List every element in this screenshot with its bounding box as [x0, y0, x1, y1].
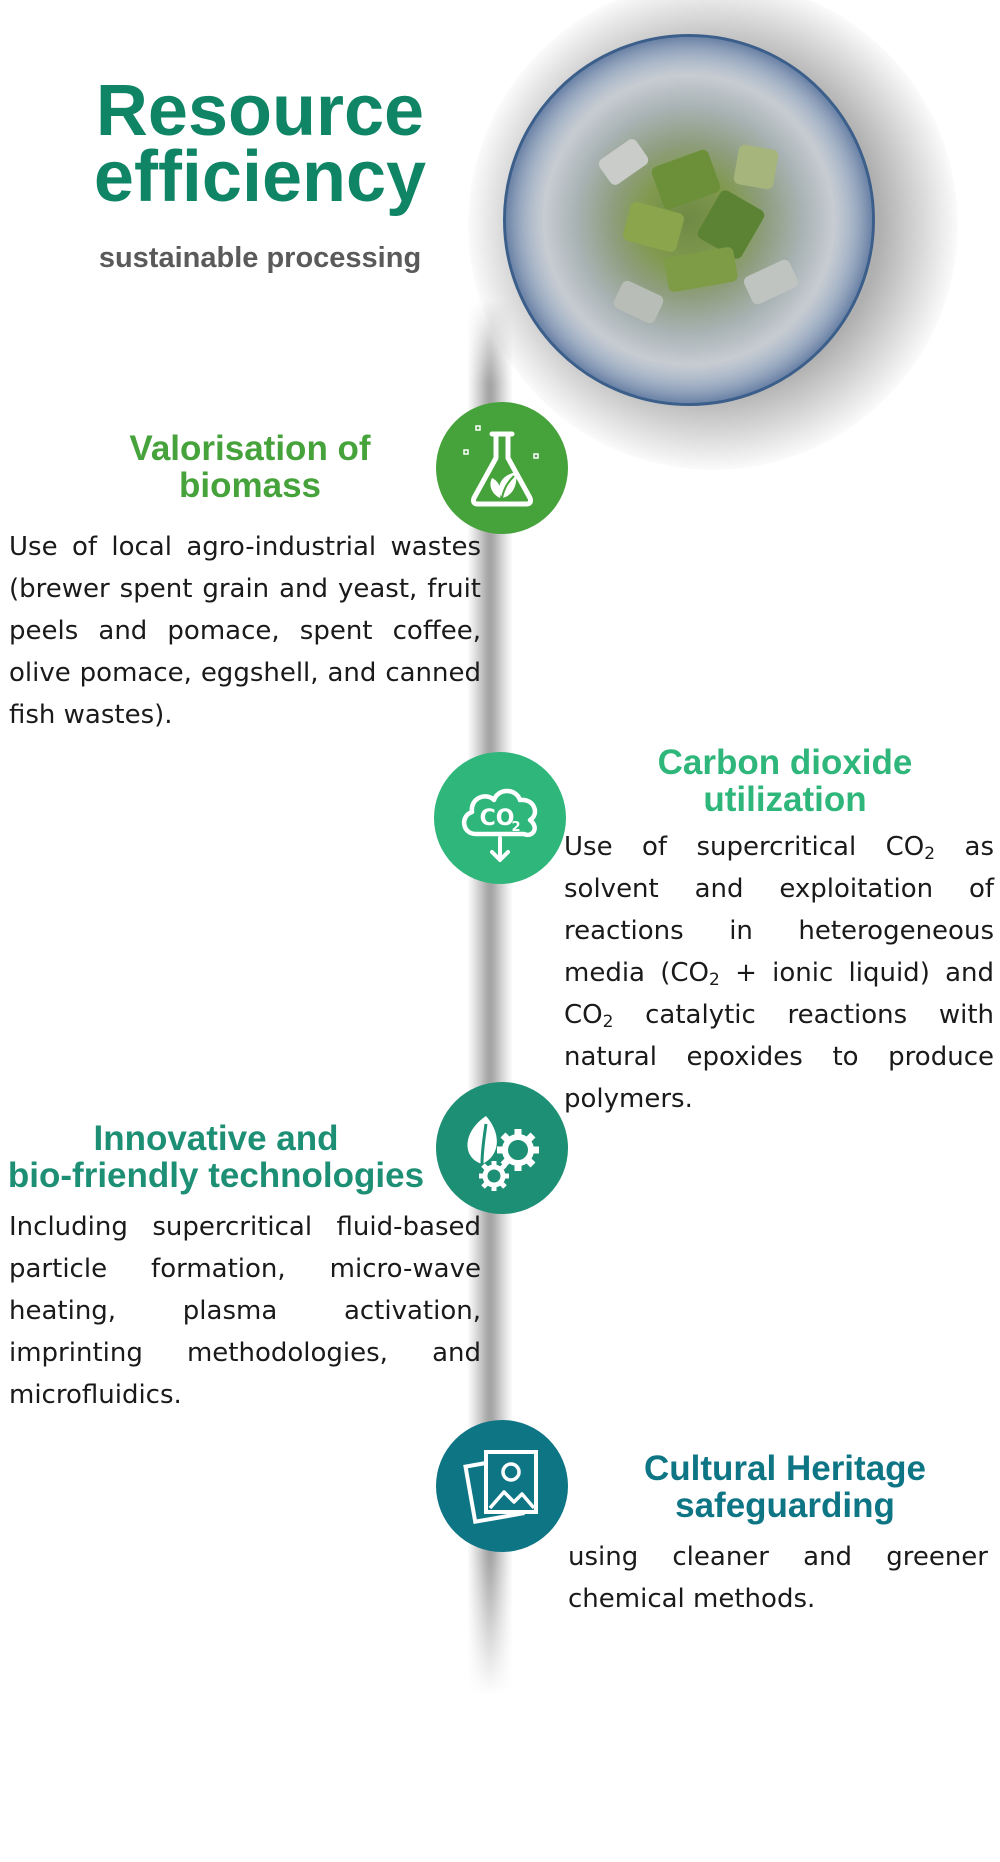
co2-icon-label: CO: [480, 806, 515, 831]
valorisation-heading-line1: Valorisation of: [129, 429, 371, 468]
carbon-heading-line2: utilization: [703, 780, 867, 819]
flask-leaf-icon: [436, 402, 568, 534]
heritage-text: using cleaner and greener chemical metho…: [568, 1542, 988, 1614]
carbon-text-part4: catalytic reactions with natural epoxide…: [564, 1000, 994, 1114]
valorisation-heading-line2: biomass: [179, 466, 321, 505]
photo-frames-icon: [436, 1420, 568, 1552]
carbon-text-sub2: 2: [709, 970, 720, 990]
page-subtitle: sustainable processing: [98, 242, 422, 274]
leaf-gears-icon: [436, 1082, 568, 1214]
page-title: Resource efficiency: [93, 71, 427, 217]
innovative-heading-line1: Innovative and: [93, 1119, 339, 1158]
globe-image: [503, 34, 875, 406]
carbon-heading-line1: Carbon dioxide: [657, 743, 913, 782]
heritage-heading-line1: Cultural Heritage: [644, 1449, 926, 1488]
innovative-text: Including supercritical fluid-based part…: [9, 1212, 481, 1410]
carbon-text-sub1: 2: [924, 844, 936, 864]
heritage-heading-line2: safeguarding: [675, 1486, 895, 1525]
carbon-text-part1: Use of supercritical CO: [564, 832, 925, 862]
innovative-heading: Innovative and bio-friendly technologies: [0, 1120, 432, 1194]
co2-cloud-icon: CO 2: [434, 752, 566, 884]
carbon-text-part3: + ionic liquid) and CO: [564, 958, 995, 1030]
innovative-heading-line2: bio-friendly technologies: [7, 1156, 425, 1195]
heritage-heading: Cultural Heritage safeguarding: [580, 1450, 990, 1524]
carbon-text-sub3: 2: [602, 1012, 614, 1032]
valorisation-heading: Valorisation of biomass: [50, 430, 450, 504]
co2-icon-subscript: 2: [511, 820, 520, 835]
valorisation-text: Use of local agro-industrial wastes (bre…: [9, 532, 481, 730]
carbon-heading: Carbon dioxide utilization: [580, 744, 990, 818]
carbon-text: Use of supercritical CO2 as solvent and …: [564, 826, 994, 1120]
carbon-text-part2: as solvent and exploitation of reactions…: [564, 832, 995, 988]
